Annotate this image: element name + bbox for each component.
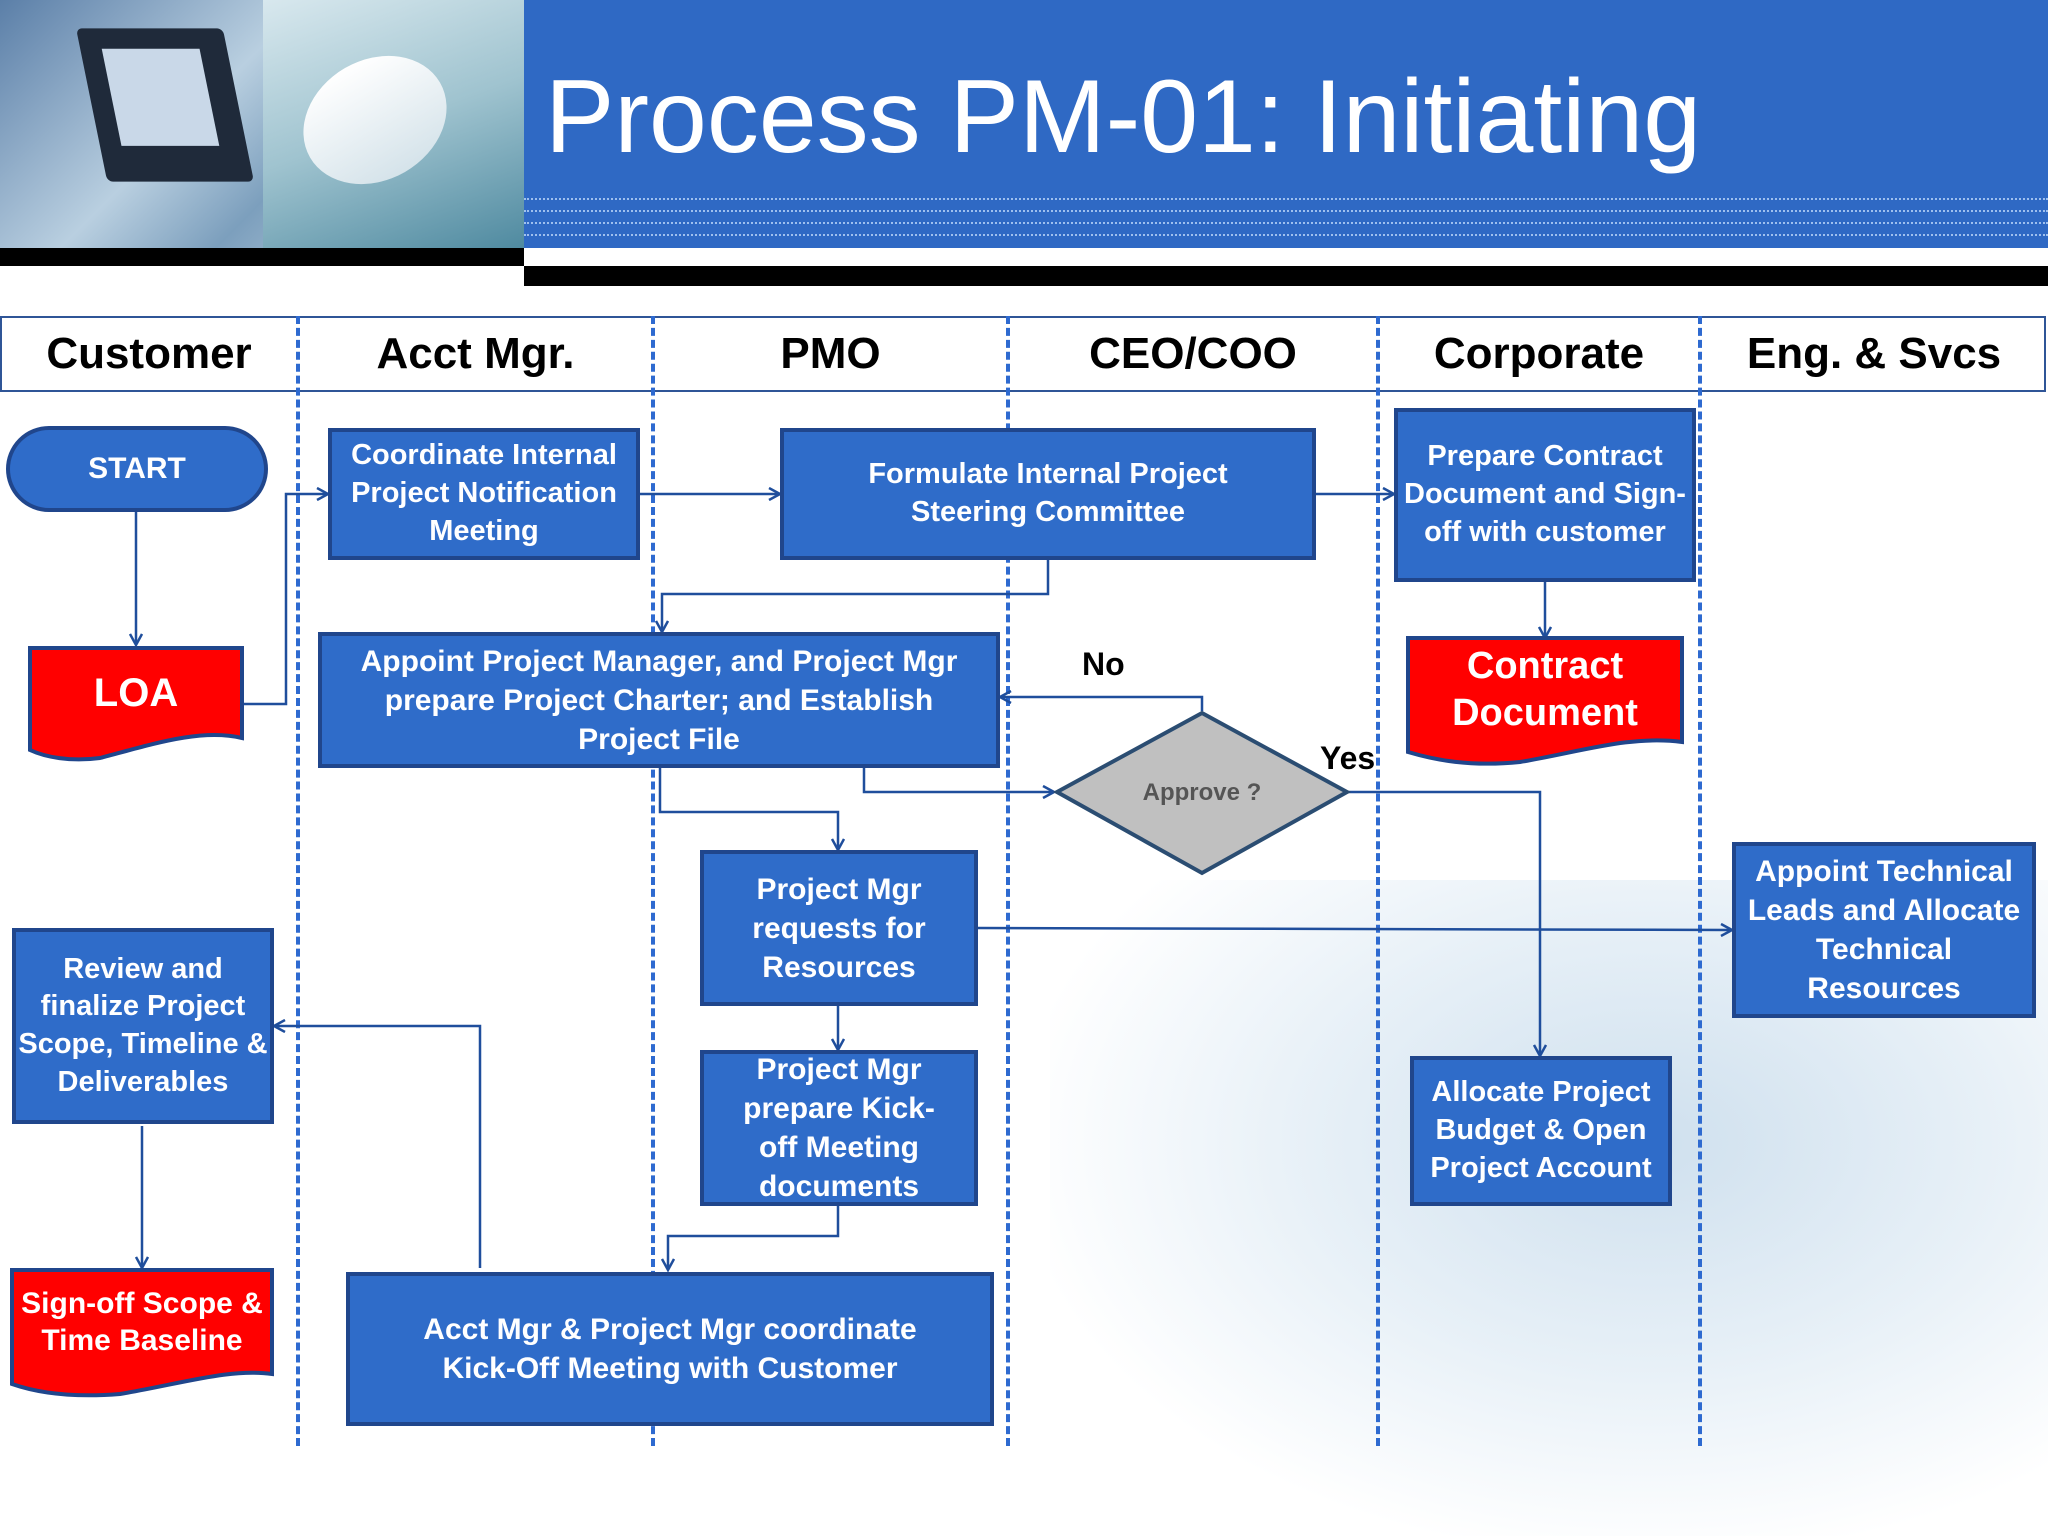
appoint-pm-node: Appoint Project Manager, and Project Mgr… bbox=[318, 632, 1000, 768]
appoint-tech-node: Appoint Technical Leads and Allocate Tec… bbox=[1732, 842, 2036, 1018]
header-photo bbox=[0, 0, 524, 248]
lane-divider bbox=[651, 316, 655, 1446]
formulate-node: Formulate Internal Project Steering Comm… bbox=[780, 428, 1316, 560]
coordinate-node: Coordinate Internal Project Notification… bbox=[328, 428, 640, 560]
loa-node: LOA bbox=[93, 671, 179, 715]
lane-divider bbox=[1376, 316, 1380, 1446]
lane-acct-mgr: Acct Mgr. bbox=[376, 329, 575, 378]
start-terminator bbox=[6, 426, 268, 512]
lane-corporate: Corporate bbox=[1433, 329, 1645, 378]
edge-formulate-appoint bbox=[662, 560, 1050, 632]
kickoff-meeting-node: Acct Mgr & Project Mgr coordinate Kick-O… bbox=[346, 1272, 994, 1426]
lane-customer: Customer bbox=[46, 329, 252, 378]
signoff-node: Sign-off Scope & Time Baseline bbox=[21, 1286, 263, 1358]
prepare-contract-node: Prepare Contract Document and Sign-off w… bbox=[1394, 408, 1696, 582]
signoff-document-shape bbox=[10, 1268, 274, 1398]
requests-resources-node: Project Mgr requests for Resources bbox=[700, 850, 978, 1006]
header-rule-lower bbox=[524, 266, 2048, 286]
lane-divider bbox=[1698, 316, 1702, 1446]
edge-appoint-approve bbox=[862, 768, 1054, 792]
loa-document-shape bbox=[28, 646, 244, 762]
lane-ceo-coo: CEO/COO bbox=[1089, 329, 1297, 378]
lane-divider bbox=[1006, 316, 1010, 1446]
review-node: Review and finalize Project Scope, Timel… bbox=[12, 928, 274, 1124]
header-rule bbox=[0, 248, 524, 266]
contract-document-node: Contract Document bbox=[1452, 644, 1638, 735]
lane-eng-svcs: Eng. & Svcs bbox=[1746, 329, 2002, 378]
yes-label: Yes bbox=[1320, 740, 1376, 776]
edge-approve-yes bbox=[1348, 790, 1540, 1056]
approve-label: Approve ? bbox=[1142, 779, 1262, 806]
edge-approve-no bbox=[1000, 697, 1204, 711]
edge-appoint-requests bbox=[658, 768, 838, 850]
lane-divider bbox=[296, 316, 300, 1446]
edge-loa-coordinate bbox=[244, 494, 328, 706]
kickoff-docs-node: Project Mgr prepare Kick-off Meeting doc… bbox=[700, 1050, 978, 1206]
no-label: No bbox=[1082, 646, 1125, 682]
edge-meeting-review bbox=[274, 1026, 482, 1268]
edge-kickoff-meeting bbox=[668, 1206, 840, 1270]
start-node: START bbox=[88, 452, 186, 486]
contract-document-shape bbox=[1406, 636, 1684, 766]
page-title: Process PM-01: Initiating bbox=[545, 59, 1702, 175]
allocate-budget-node: Allocate Project Budget & Open Project A… bbox=[1410, 1056, 1672, 1206]
lane-pmo: PMO bbox=[780, 329, 881, 378]
edge-requests-appoint-tech bbox=[977, 928, 1732, 930]
header-bar bbox=[524, 0, 2048, 248]
approve-decision-shape bbox=[1052, 710, 1352, 876]
lane-header-row bbox=[0, 316, 2046, 392]
